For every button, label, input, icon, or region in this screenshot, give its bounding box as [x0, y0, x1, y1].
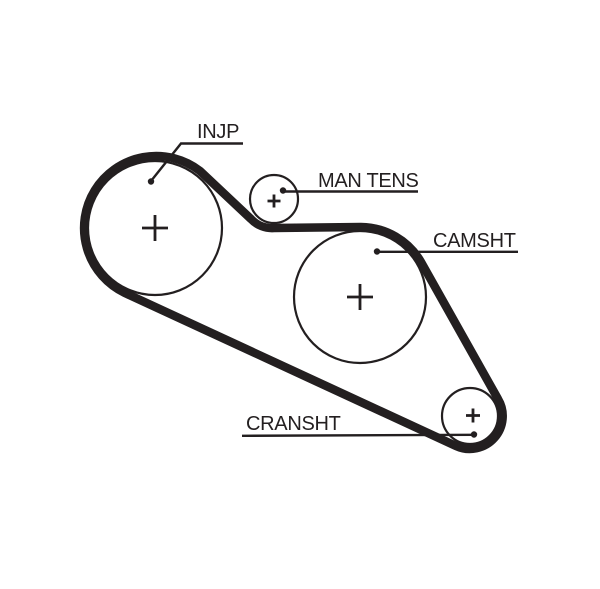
cransht-center-cross-icon: [466, 408, 480, 423]
injp-leader-dot: [147, 178, 155, 185]
injp-leader-line: [150, 142, 243, 182]
man-tens-center-cross-icon: [267, 194, 281, 208]
injp-label: INJP: [197, 121, 239, 143]
man-tens-label: MAN TENS: [318, 170, 419, 192]
injp-center-cross-icon: [142, 215, 168, 241]
man-tens-leader-dot: [279, 187, 287, 194]
cransht-leader-line: [241, 433, 475, 437]
cransht-label: CRANSHT: [246, 413, 341, 435]
timing-belt-path: [79, 151, 507, 454]
cransht-leader-dot: [470, 431, 478, 438]
camsht-label: CAMSHT: [433, 230, 516, 252]
camsht-leader-dot: [373, 248, 381, 255]
camsht-center-cross-icon: [347, 284, 373, 310]
